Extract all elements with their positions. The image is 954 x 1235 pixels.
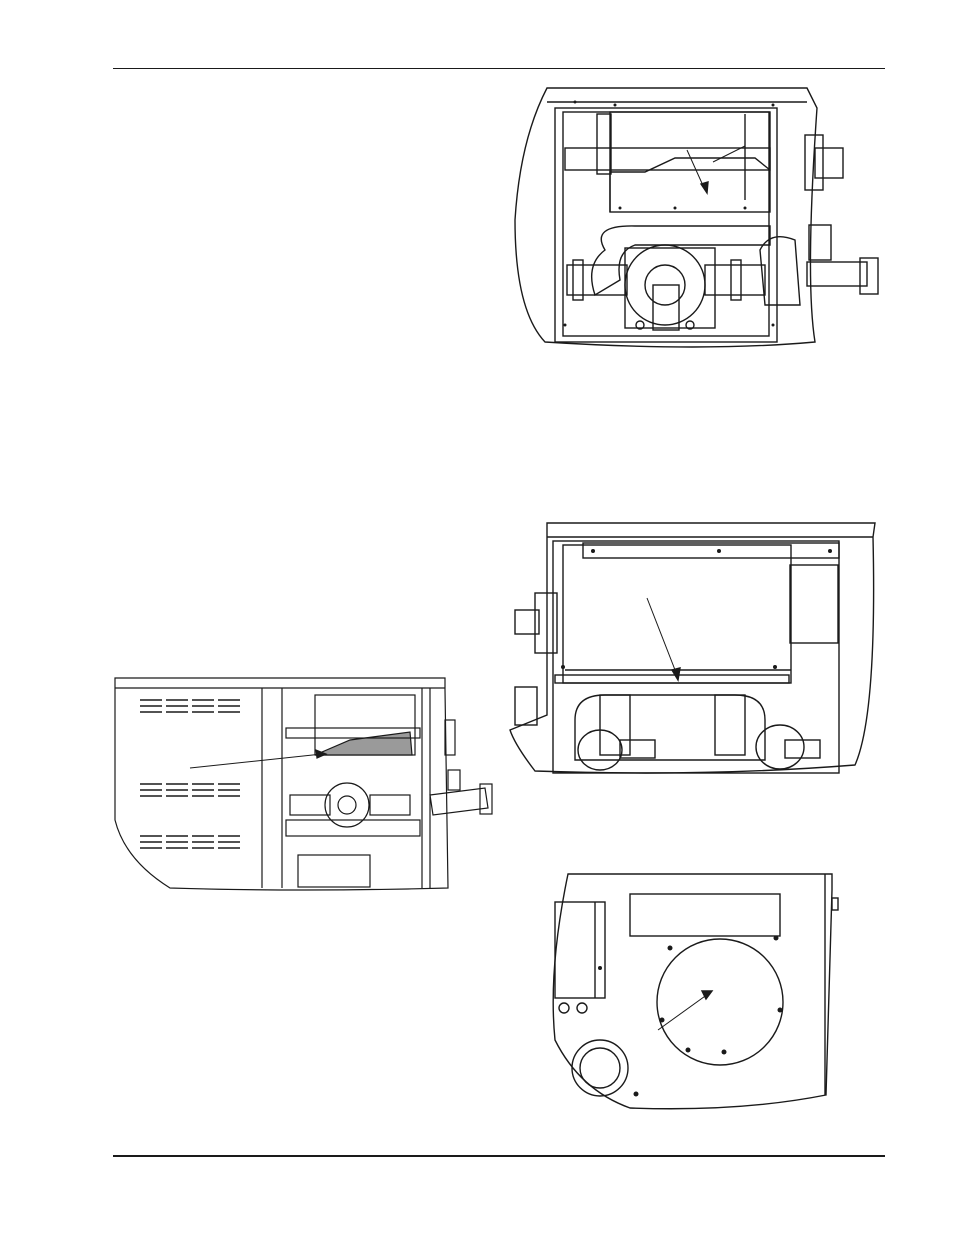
figure-left bbox=[100, 670, 500, 895]
figure-top-right bbox=[505, 80, 905, 355]
figure-bottom-right bbox=[540, 870, 850, 1120]
footer-rule bbox=[113, 1155, 885, 1157]
header-rule bbox=[113, 68, 885, 69]
figure-mid-right bbox=[505, 515, 885, 785]
